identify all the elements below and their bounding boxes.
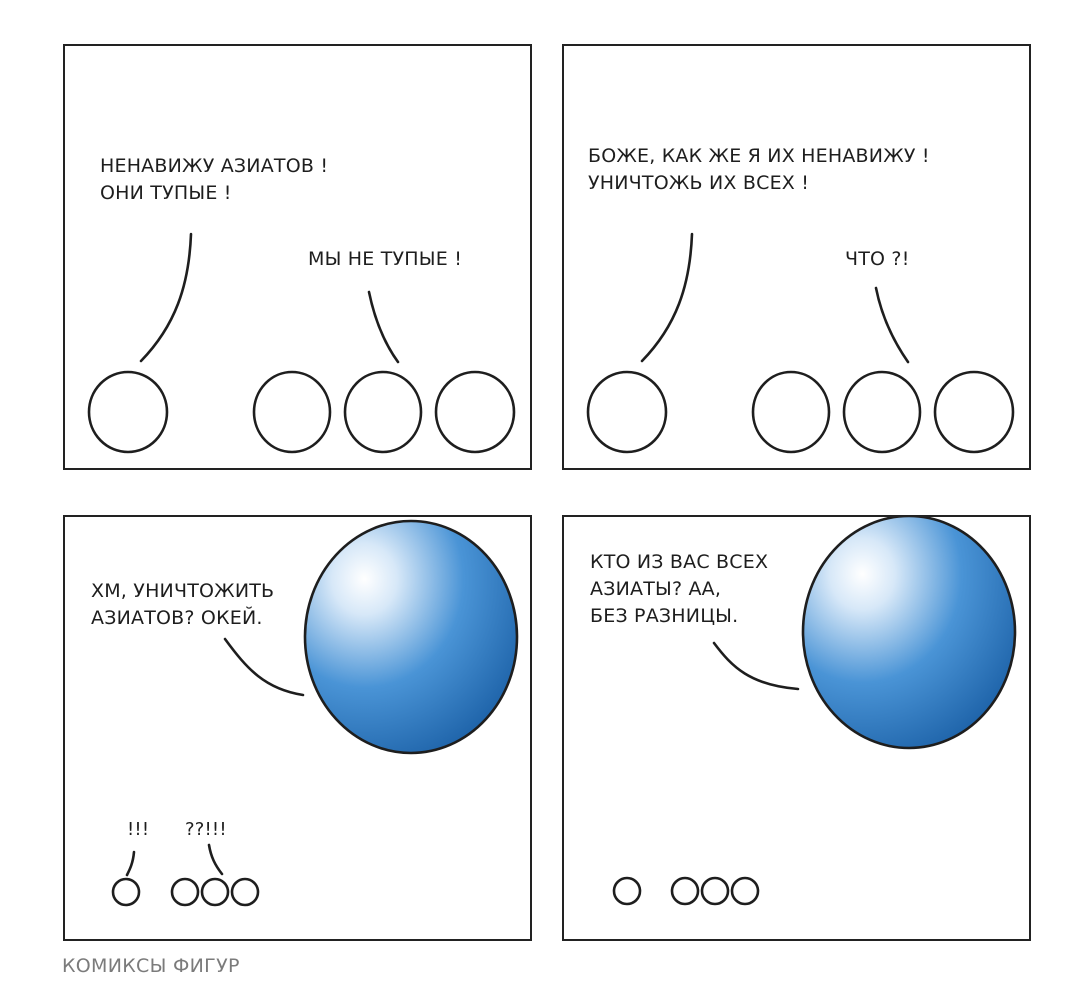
small-circle-character: [612, 876, 642, 906]
small-circle-character: [230, 877, 260, 907]
speech-tail: [874, 286, 910, 364]
small-circle-character: [670, 876, 700, 906]
small-circle-character: [111, 877, 141, 907]
circle-character: [842, 370, 922, 454]
circle-character: [434, 370, 516, 454]
exclamation-text: !!!: [127, 819, 150, 840]
circle-character: [933, 370, 1015, 454]
speech-tail: [207, 843, 224, 876]
comic-panel-2: БОЖЕ, КАК ЖЕ Я ИХ НЕНАВИЖУ ! УНИЧТОЖЬ ИХ…: [562, 44, 1031, 470]
circle-character: [586, 370, 668, 454]
comic-panel-1: НЕНАВИЖУ АЗИАТОВ ! ОНИ ТУПЫЕ ! МЫ НЕ ТУП…: [63, 44, 532, 470]
speech-text: БОЖЕ, КАК ЖЕ Я ИХ НЕНАВИЖУ ! УНИЧТОЖЬ ИХ…: [588, 145, 930, 194]
comic-panel-3: ХМ, УНИЧТОЖИТЬ АЗИАТОВ? ОКЕЙ. !!! ??!!!: [63, 515, 532, 941]
speech-text: МЫ НЕ ТУПЫЕ !: [308, 248, 463, 270]
speech-text: НЕНАВИЖУ АЗИАТОВ ! ОНИ ТУПЫЕ !: [100, 155, 329, 204]
small-circle-character: [700, 876, 730, 906]
speech-tail: [712, 641, 800, 691]
panel-3-art: [111, 519, 519, 907]
speech-text: ЧТО ?!: [845, 248, 910, 270]
speech-text: ХМ, УНИЧТОЖИТЬ АЗИАТОВ? ОКЕЙ.: [91, 580, 275, 629]
comic-panel-4: КТО ИЗ ВАС ВСЕХ АЗИАТЫ? АА, БЕЗ РАЗНИЦЫ.: [562, 515, 1031, 941]
exclamation-text: ??!!!: [185, 819, 227, 840]
panel-4-art: [612, 517, 1017, 906]
small-circle-character: [200, 877, 230, 907]
small-circle-character: [730, 876, 760, 906]
circle-character: [343, 370, 423, 454]
small-circle-character: [170, 877, 200, 907]
circle-character: [252, 370, 332, 454]
circle-character: [751, 370, 831, 454]
speech-tail: [367, 290, 400, 364]
speech-tail: [640, 232, 694, 363]
credit-text: КОМИКСЫ ФИГУР: [62, 955, 240, 977]
speech-tail: [223, 637, 305, 697]
blue-sphere: [303, 519, 519, 755]
speech-text: КТО ИЗ ВАС ВСЕХ АЗИАТЫ? АА, БЕЗ РАЗНИЦЫ.: [590, 551, 769, 627]
speech-tail: [125, 850, 136, 877]
blue-sphere: [801, 517, 1017, 750]
speech-tail: [139, 232, 193, 363]
circle-character: [87, 370, 169, 454]
panel-2-art: [586, 232, 1015, 454]
panel-1-art: [87, 232, 516, 454]
